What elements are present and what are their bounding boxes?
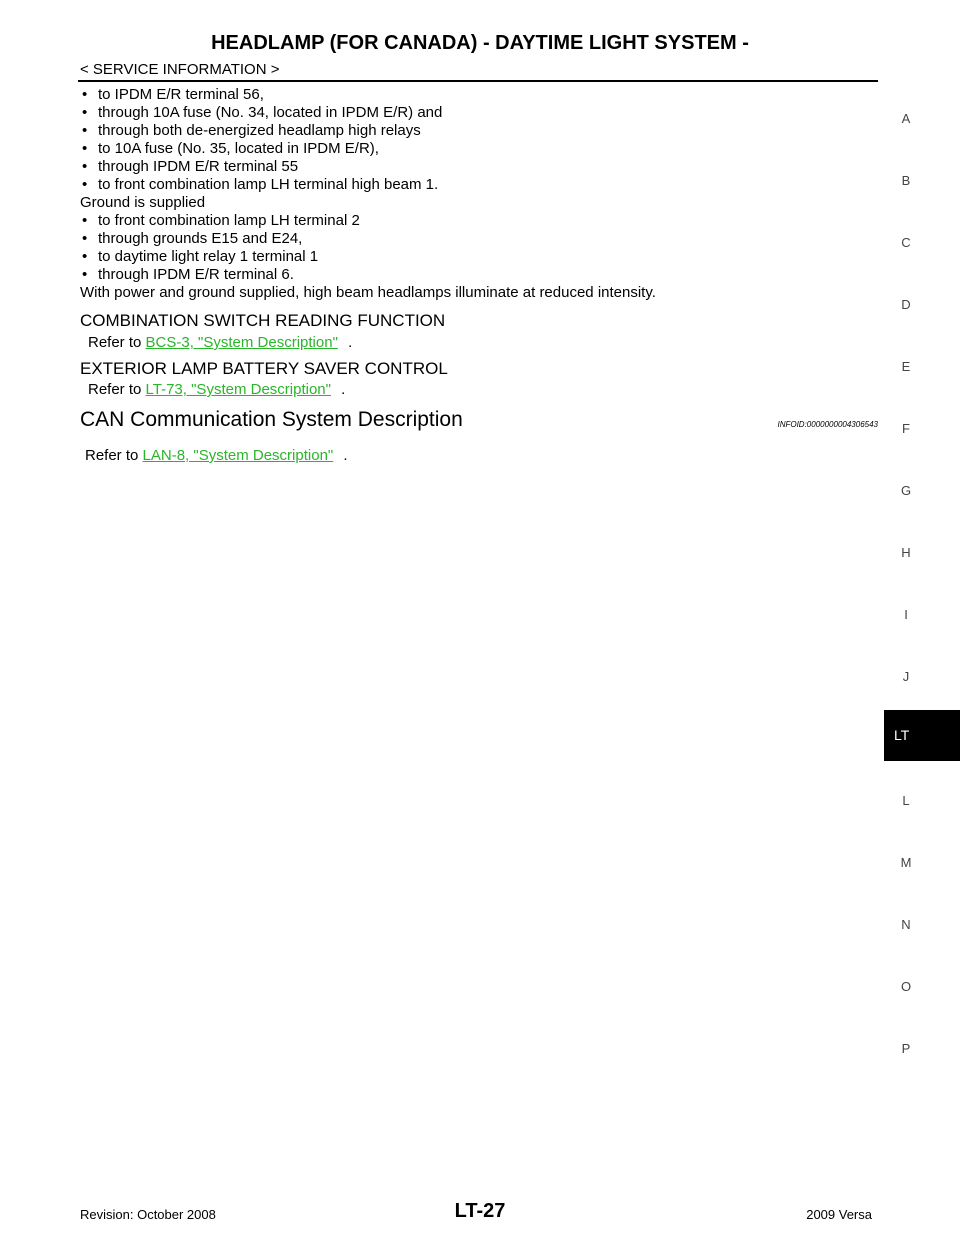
bullet-item: • to 10A fuse (No. 35, located in IPDM E/… bbox=[80, 140, 870, 158]
side-index-letter-l[interactable]: L bbox=[902, 793, 910, 808]
footer-page-number: LT-27 bbox=[454, 1200, 506, 1222]
bullet-item: • to front combination lamp LH terminal h… bbox=[80, 176, 870, 194]
refer-prefix: Refer to bbox=[88, 381, 142, 398]
body-text: • to IPDM E/R terminal 56, • through 10A fu… bbox=[80, 86, 870, 302]
refer-prefix: Refer to bbox=[88, 334, 142, 351]
refer-prefix: Refer to bbox=[85, 447, 139, 464]
line-text: to IPDM E/R terminal 56, bbox=[98, 86, 264, 103]
line-text: to 10A fuse (No. 35, located in IPDM E/R… bbox=[98, 140, 379, 157]
side-index-letter-d[interactable]: D bbox=[901, 297, 911, 312]
side-index-letter-i[interactable]: I bbox=[904, 607, 908, 622]
info-id: INFOID:0000000004306543 bbox=[777, 420, 878, 429]
side-tab-label: LT bbox=[894, 727, 910, 743]
refer-line-can: Refer to LAN-8, "System Description" . bbox=[85, 446, 348, 466]
refer-line-combination-switch: Refer to BCS-3, "System Description" . bbox=[88, 333, 352, 353]
paragraph-line: Ground is supplied bbox=[80, 194, 870, 212]
line-text: through IPDM E/R terminal 55 bbox=[98, 158, 299, 175]
bullet-mark: • bbox=[82, 266, 88, 283]
refer-line-battery-saver: Refer to LT-73, "System Description" . bbox=[88, 380, 345, 400]
footer-revision: Revision: October 2008 bbox=[80, 1207, 216, 1222]
link-lan-8-system-description[interactable]: LAN-8, "System Description" bbox=[142, 447, 334, 464]
bullet-item: • through IPDM E/R terminal 55 bbox=[80, 158, 870, 176]
bullet-item: • through IPDM E/R terminal 6. bbox=[80, 266, 870, 284]
bullet-mark: • bbox=[82, 104, 88, 121]
side-index-letter-o[interactable]: O bbox=[900, 979, 912, 994]
side-index-letter-b[interactable]: B bbox=[901, 173, 911, 188]
bullet-mark: • bbox=[82, 248, 88, 265]
side-index-letter-h[interactable]: H bbox=[901, 545, 911, 560]
bullet-item: • through 10A fuse (No. 34, located in IP… bbox=[80, 104, 870, 122]
line-text: Ground is supplied bbox=[80, 194, 206, 211]
section-heading-combination-switch: COMBINATION SWITCH READING FUNCTION bbox=[80, 311, 446, 330]
bullet-item: • to daytime light relay 1 terminal 1 bbox=[80, 248, 870, 266]
bullet-mark: • bbox=[82, 230, 88, 247]
side-index-letter-a[interactable]: A bbox=[901, 111, 911, 126]
bullet-item: • to front combination lamp LH terminal 2 bbox=[80, 212, 870, 230]
side-index-letter-j[interactable]: J bbox=[902, 669, 910, 684]
line-text: to front combination lamp LH terminal hi… bbox=[98, 176, 439, 193]
side-index-letter-e[interactable]: E bbox=[901, 359, 911, 374]
side-index-letter-n[interactable]: N bbox=[901, 917, 911, 932]
bullet-item: • through both de-energized headlamp high… bbox=[80, 122, 870, 140]
bullet-mark: • bbox=[82, 86, 88, 103]
line-text: With power and ground supplied, high bea… bbox=[80, 284, 656, 301]
bullet-mark: • bbox=[82, 212, 88, 229]
refer-suffix: . bbox=[348, 334, 353, 351]
link-bcs-3-system-description[interactable]: BCS-3, "System Description" bbox=[145, 334, 338, 351]
footer-model: 2009 Versa bbox=[806, 1207, 872, 1222]
section-heading-battery-saver: EXTERIOR LAMP BATTERY SAVER CONTROL bbox=[80, 359, 448, 378]
paragraph-line: With power and ground supplied, high bea… bbox=[80, 284, 870, 302]
can-communication-heading: CAN Communication System Description bbox=[80, 408, 463, 431]
bullet-mark: • bbox=[82, 158, 88, 175]
side-index-letter-c[interactable]: C bbox=[901, 235, 911, 250]
line-text: to daytime light relay 1 terminal 1 bbox=[98, 248, 319, 265]
page-title: HEADLAMP (FOR CANADA) - DAYTIME LIGHT SY… bbox=[211, 32, 749, 54]
line-text: through IPDM E/R terminal 6. bbox=[98, 266, 294, 283]
link-lt-73-system-description[interactable]: LT-73, "System Description" bbox=[145, 381, 331, 398]
line-text: through both de-energized headlamp high … bbox=[98, 122, 421, 139]
breadcrumb: < SERVICE INFORMATION > bbox=[80, 61, 280, 78]
bullet-item: • to IPDM E/R terminal 56, bbox=[80, 86, 870, 104]
bullet-mark: • bbox=[82, 176, 88, 193]
refer-suffix: . bbox=[341, 381, 346, 398]
line-text: to front combination lamp LH terminal 2 bbox=[98, 212, 360, 229]
bullet-item: • through grounds E15 and E24, bbox=[80, 230, 870, 248]
side-index-letter-f[interactable]: F bbox=[902, 421, 910, 436]
side-index-letter-g[interactable]: G bbox=[900, 483, 912, 498]
bullet-mark: • bbox=[82, 122, 88, 139]
side-index-letter-p[interactable]: P bbox=[901, 1041, 911, 1056]
line-text: through 10A fuse (No. 34, located in IPD… bbox=[98, 104, 443, 121]
bullet-mark: • bbox=[82, 140, 88, 157]
header-rule bbox=[78, 80, 878, 82]
refer-suffix: . bbox=[343, 447, 348, 464]
side-index-letter-m[interactable]: M bbox=[900, 855, 912, 870]
line-text: through grounds E15 and E24, bbox=[98, 230, 303, 247]
side-tab-lt[interactable]: LT bbox=[884, 710, 960, 761]
